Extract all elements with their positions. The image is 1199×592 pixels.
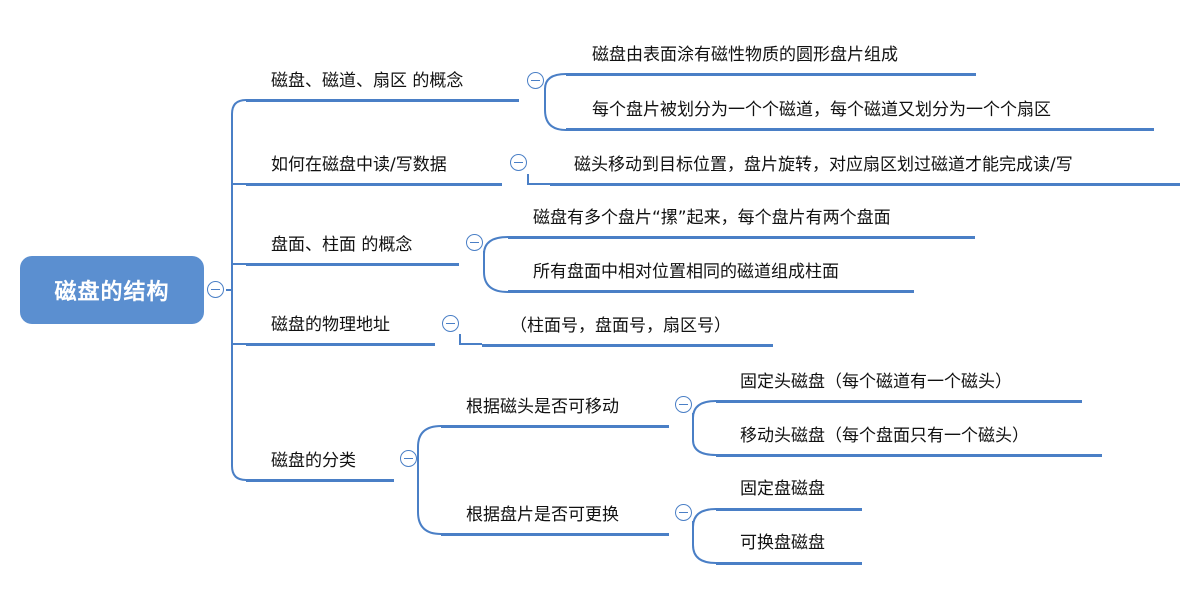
branch-underline: [246, 263, 459, 266]
branch-physical-address[interactable]: 磁盘的物理地址: [271, 315, 390, 335]
branch-collapse-icon[interactable]: [510, 154, 527, 171]
leaf-platters-surfaces[interactable]: 磁盘有多个盘片“摞”起来，每个盘片有两个盘面: [533, 208, 891, 228]
branch-collapse-icon[interactable]: [527, 72, 544, 89]
leaf-underline: [566, 128, 1154, 131]
root-node[interactable]: 磁盘的结构: [20, 256, 204, 324]
leaf-underline: [716, 400, 1082, 403]
branch-surface-cylinder[interactable]: 盘面、柱面 的概念: [271, 235, 413, 255]
branch-collapse-icon[interactable]: [442, 315, 459, 332]
leaf-underline: [716, 508, 862, 511]
branch-collapse-icon[interactable]: [466, 234, 483, 251]
leaf-underline: [550, 183, 1180, 186]
branch-underline: [246, 479, 394, 482]
leaf-underline: [508, 290, 914, 293]
subbranch-underline: [441, 425, 669, 428]
subbranch-collapse-icon[interactable]: [675, 504, 692, 521]
leaf-track-sector-division[interactable]: 每个盘片被划分为一个个磁道，每个磁道又划分为一个个扇区: [592, 100, 1051, 120]
subbranch-collapse-icon[interactable]: [675, 396, 692, 413]
branch-read-write[interactable]: 如何在磁盘中读/写数据: [271, 155, 447, 175]
branch-disk-classification[interactable]: 磁盘的分类: [271, 451, 356, 471]
leaf-fixed-platter-disk[interactable]: 固定盘磁盘: [740, 479, 825, 499]
branch-disk-track-sector[interactable]: 磁盘、磁道、扇区 的概念: [271, 71, 464, 91]
subbranch-underline: [441, 533, 669, 536]
leaf-address-format[interactable]: （柱面号，盘面号，扇区号）: [510, 316, 731, 336]
branch-underline: [246, 183, 502, 186]
leaf-underline: [716, 562, 862, 565]
leaf-fixed-head-disk[interactable]: 固定头磁盘（每个磁道有一个磁头）: [740, 372, 1012, 392]
subbranch-head-movable[interactable]: 根据磁头是否可移动: [466, 397, 619, 417]
branch-underline: [246, 99, 519, 102]
leaf-read-write-process[interactable]: 磁头移动到目标位置，盘片旋转，对应扇区划过磁道才能完成读/写: [574, 155, 1073, 175]
leaf-disk-definition[interactable]: 磁盘由表面涂有磁性物质的圆形盘片组成: [592, 45, 898, 65]
root-collapse-icon[interactable]: [207, 281, 224, 298]
leaf-cylinder-definition[interactable]: 所有盘面中相对位置相同的磁道组成柱面: [533, 262, 839, 282]
leaf-underline: [716, 454, 1102, 457]
branch-underline: [246, 343, 435, 346]
branch-collapse-icon[interactable]: [400, 450, 417, 467]
leaf-moving-head-disk[interactable]: 移动头磁盘（每个盘面只有一个磁头）: [740, 426, 1029, 446]
leaf-underline: [482, 344, 773, 347]
leaf-underline: [508, 236, 975, 239]
root-label: 磁盘的结构: [54, 280, 170, 305]
leaf-removable-platter-disk[interactable]: 可换盘磁盘: [740, 533, 825, 553]
subbranch-platter-replaceable[interactable]: 根据盘片是否可更换: [466, 505, 619, 525]
leaf-underline: [566, 73, 976, 76]
